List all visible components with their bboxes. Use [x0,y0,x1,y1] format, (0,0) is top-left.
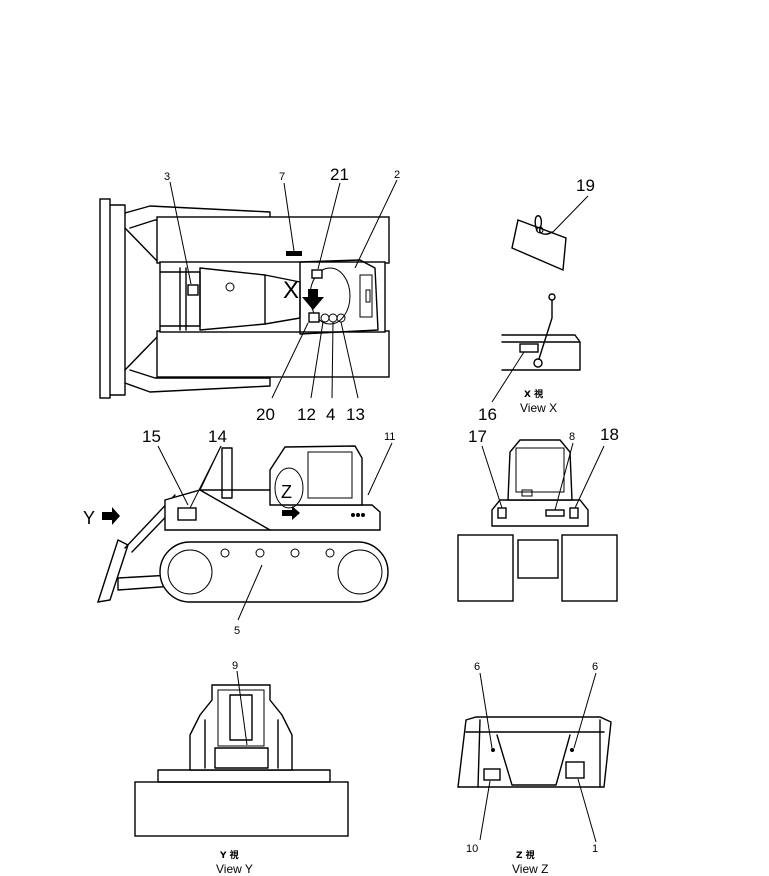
callout-16: 16 [478,405,497,424]
marker-y: Y [83,508,95,528]
view-z-caption: View Z [512,862,548,876]
callout-10: 10 [466,843,478,855]
callout-17: 17 [468,427,487,446]
callout-19: 19 [576,176,595,195]
view-y-caption-kanji: Y 視 [219,849,239,861]
callout-6-right: 6 [592,661,598,673]
view-y-caption: View Y [216,862,253,876]
callout-21: 21 [330,165,349,184]
callout-3: 3 [164,171,170,183]
side-view: Z Y 15 14 11 5 [83,427,395,637]
view-y: 9 Y 視 View Y [134,660,349,876]
callout-18: 18 [600,425,619,444]
view-z-caption-kanji: Z 視 [516,849,535,861]
callout-20: 20 [256,405,275,424]
callout-9: 9 [232,660,238,672]
callout-12: 12 [297,405,316,424]
rear-view: 17 8 18 [457,425,619,602]
callout-6-left: 6 [474,661,480,673]
view-z: 6 6 10 1 Z 視 View Z [457,661,612,876]
callout-5: 5 [234,625,240,637]
callout-15: 15 [142,427,161,446]
marker-x: X [283,277,299,304]
callout-4: 4 [326,405,335,424]
callout-8: 8 [569,431,575,443]
callout-14: 14 [208,427,227,446]
marker-z: Z [281,482,292,502]
top-view: X 3 7 21 2 20 12 4 13 [99,165,400,424]
callout-11: 11 [384,431,395,443]
callout-1: 1 [592,843,598,855]
callout-13: 13 [346,405,365,424]
view-x-caption-kanji: X 視 [524,388,543,400]
callout-2: 2 [394,169,400,181]
callout-7: 7 [279,171,285,183]
view-x-caption: View X [520,401,557,415]
view-x-detail: 19 16 X 視 View X [478,176,595,424]
